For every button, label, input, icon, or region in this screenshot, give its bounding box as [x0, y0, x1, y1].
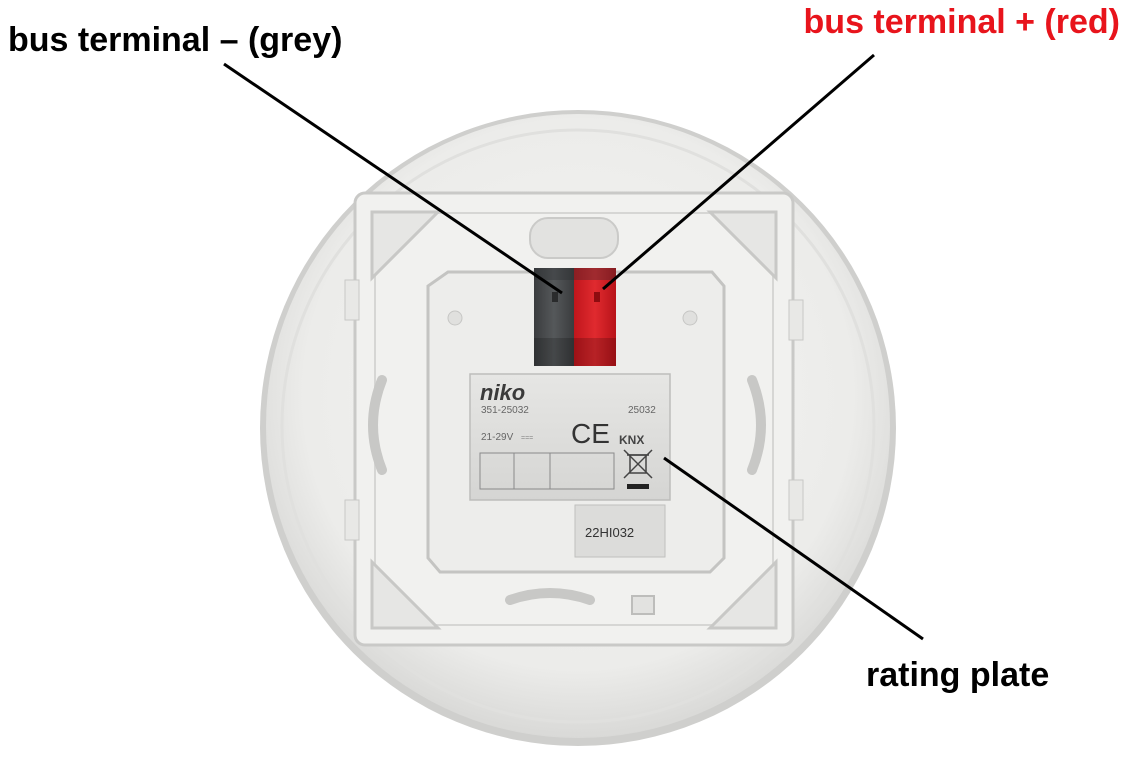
leader-rating [663, 456, 924, 641]
label-bus-terminal-grey: bus terminal – (grey) [8, 21, 343, 59]
batch-code-sticker: 22HI032 [574, 504, 666, 558]
leader-red [602, 53, 875, 291]
callout-leaders [223, 53, 924, 641]
ce-mark-icon: CE [571, 418, 610, 449]
article-short: 25032 [628, 405, 656, 416]
brand-logo: niko [480, 380, 525, 405]
crossed-out-bin-icon [623, 449, 653, 489]
corner-ribs [370, 210, 778, 630]
bus-terminal-grey [534, 268, 574, 366]
voltage-rating: 21-29V [481, 432, 514, 443]
leader-grey [223, 62, 563, 295]
article-number: 351-25032 [481, 405, 529, 416]
voltage-unit: === [521, 435, 533, 442]
rating-plate: niko 351-25032 25032 21-29V === CE KNX [469, 373, 671, 501]
knx-logo-icon: KNX [619, 433, 644, 447]
label-bus-terminal-red: bus terminal + (red) [803, 3, 1120, 41]
label-rating-plate: rating plate [866, 656, 1050, 694]
bus-terminal-block [534, 268, 616, 366]
batch-code: 22HI032 [585, 525, 634, 540]
